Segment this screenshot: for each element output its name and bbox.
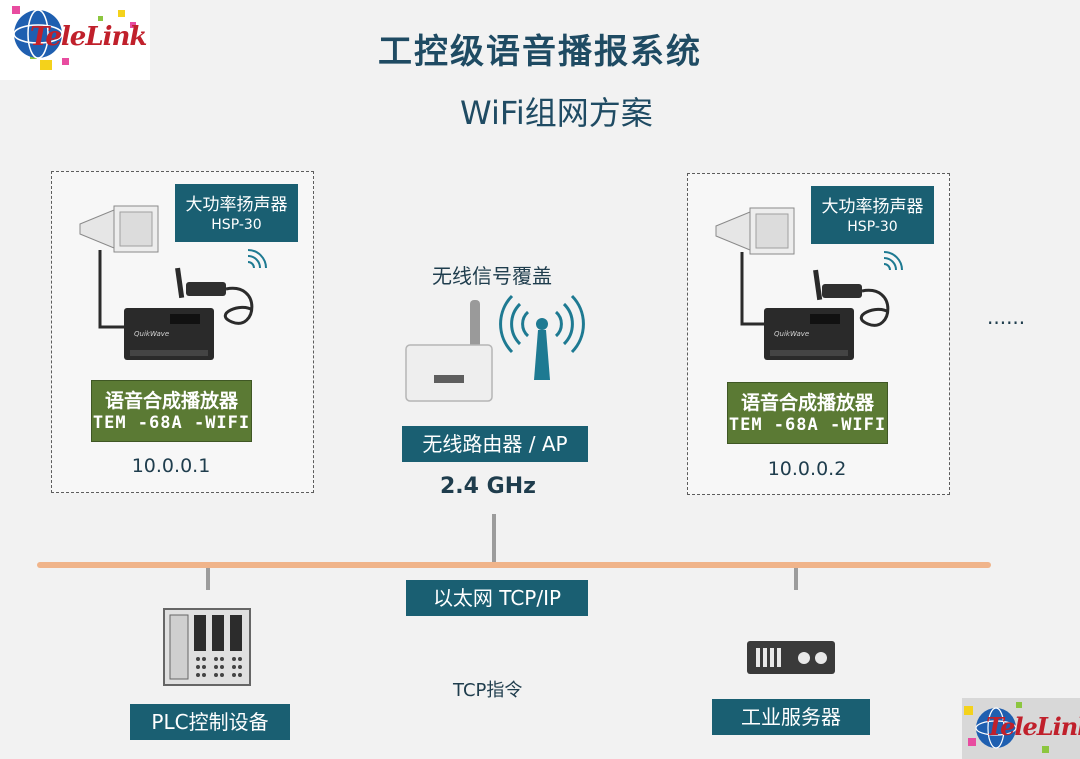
- player-model: TEM -68A -WIFI: [728, 415, 887, 435]
- logo-text: TeleLink: [986, 712, 1080, 741]
- network-bus: [37, 514, 991, 590]
- server-label: 工业服务器: [712, 699, 870, 735]
- server-icon: [747, 641, 835, 674]
- speaker-model: HSP-30: [847, 219, 898, 235]
- wireless-router-icon: [405, 294, 585, 402]
- speaker-tag-1: 大功率扬声器 HSP-30: [175, 184, 298, 242]
- speaker-tag-2: 大功率扬声器 HSP-30: [811, 186, 934, 244]
- speaker-model: HSP-30: [211, 217, 262, 233]
- frequency-label: 2.4 GHz: [440, 474, 536, 499]
- wifi-coverage-label: 无线信号覆盖: [432, 264, 552, 288]
- player-model: TEM -68A -WIFI: [92, 413, 251, 433]
- plc-icon: [163, 608, 251, 686]
- telelink-logo-top: TeleLink: [0, 0, 150, 80]
- node-2-ip: 10.0.0.2: [767, 458, 847, 480]
- player-node-2-graphic: [715, 207, 903, 360]
- speaker-name: 大功率扬声器: [821, 197, 924, 217]
- player-tag-1: 语音合成播放器 TEM -68A -WIFI: [91, 380, 252, 442]
- player-name: 语音合成播放器: [740, 392, 874, 414]
- player-name: 语音合成播放器: [104, 390, 238, 412]
- node-1-ip: 10.0.0.1: [131, 455, 211, 477]
- telelink-logo-bottom: TeleLink: [962, 698, 1080, 759]
- logo-graphic: [12, 6, 136, 70]
- player-node-1-graphic: [79, 205, 267, 360]
- router-label: 无线路由器 / AP: [402, 426, 588, 462]
- more-nodes-ellipsis: ......: [987, 305, 1026, 329]
- device-brand-label: QuikWave: [774, 330, 810, 338]
- page-title: 工控级语音播报系统: [378, 32, 702, 72]
- speaker-name: 大功率扬声器: [185, 195, 288, 215]
- logo-graphic: [964, 702, 1049, 753]
- player-tag-2: 语音合成播放器 TEM -68A -WIFI: [727, 382, 888, 444]
- ethernet-label: 以太网 TCP/IP: [406, 580, 588, 616]
- plc-label: PLC控制设备: [130, 704, 290, 740]
- tcp-command-label: TCP指令: [453, 680, 523, 701]
- logo-text: TeleLink: [30, 22, 147, 52]
- page-subtitle: WiFi组网方案: [460, 94, 653, 132]
- device-brand-label: QuikWave: [134, 330, 170, 338]
